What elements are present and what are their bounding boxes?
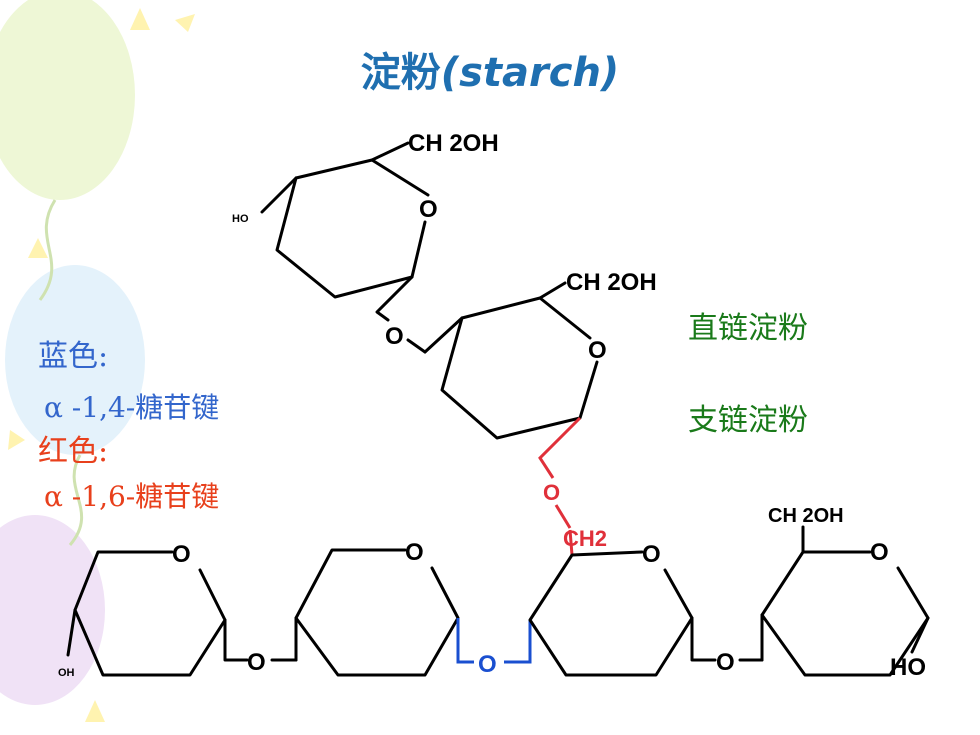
legend-red-label: 红色: [38,434,109,469]
atom-ch2oh-top: CH 2OH [408,130,499,157]
atom-o-ring-bottom-1: O [172,541,191,568]
balloon-purple-decoration [0,515,105,705]
alpha-1-6-bond [538,416,582,556]
glucose-ring-bottom-4 [738,525,930,677]
atom-o-link-2: O [478,651,497,678]
atom-o-ring-second: O [588,337,607,364]
title-chinese: 淀粉 [360,50,441,96]
legend-blue-bond-type: α -1,4-糖苷键 [44,391,220,424]
star-decoration-2 [175,14,195,32]
legend-red-bond-type: α -1,6-糖苷键 [44,480,220,513]
atom-o-ring-top: O [419,196,438,223]
glucose-ring-bottom-3 [528,550,717,677]
glucose-ring-bottom-2 [270,548,460,677]
star-decoration-5 [85,700,105,722]
atom-o-link-1: O [247,649,266,676]
star-decoration-3 [28,238,48,258]
atom-o-link-3: O [716,649,735,676]
label-amylose: 直链淀粉 [688,311,808,346]
atom-o-link-top: O [385,323,404,350]
star-decoration [130,8,150,30]
atom-o-ring-bottom-2: O [405,539,424,566]
star-decoration-4 [8,430,25,450]
glucose-ring-bottom-1 [66,550,249,677]
balloon-blue-decoration [5,265,145,455]
atom-oh-bottom-1: OH [58,667,75,679]
label-amylopectin: 支链淀粉 [688,403,808,438]
page-title: 淀粉(starch) [0,40,980,98]
atom-o-ring-bottom-3: O [642,541,661,568]
atom-ch2-branch: CH2 [563,526,607,551]
atom-o-branch-link: O [543,480,560,505]
glucose-ring-top [260,141,430,322]
legend-blue-label: 蓝色: [38,339,109,374]
atom-ho-top: HO [232,213,249,225]
atom-ch2oh-bottom-4: CH 2OH [768,505,844,527]
atom-ch2oh-second: CH 2OH [566,269,657,296]
balloon-string-decoration [38,199,57,301]
alpha-1-4-bond [456,618,532,664]
glucose-ring-second [406,281,599,440]
atom-o-ring-bottom-4: O [870,539,889,566]
balloon-green-decoration [0,0,135,200]
title-english: (starch) [440,50,620,96]
balloon-string-decoration-2 [68,454,83,546]
atom-ho-bottom-4: HO [890,654,926,681]
